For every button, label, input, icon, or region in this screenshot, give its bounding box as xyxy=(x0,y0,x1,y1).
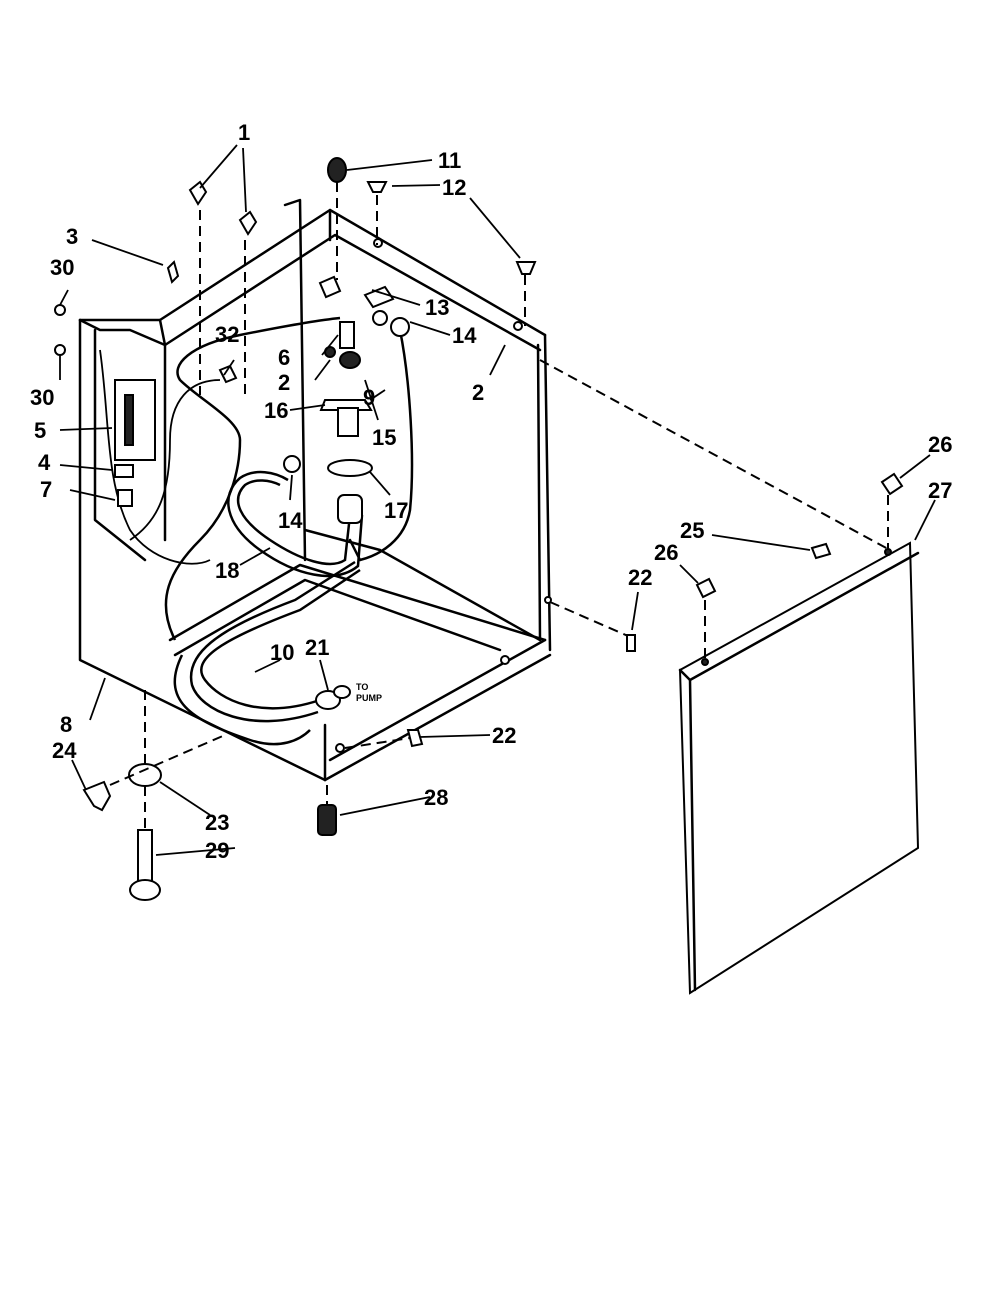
callout-15: 15 xyxy=(372,425,396,450)
callout-24: 24 xyxy=(52,738,77,763)
callout-6: 6 xyxy=(278,345,290,370)
callout-16: 16 xyxy=(264,398,288,423)
to-pump-note-line1: TO xyxy=(356,682,368,692)
callout-18: 18 xyxy=(215,558,239,583)
callout-28: 28 xyxy=(424,785,448,810)
callout-32: 32 xyxy=(215,322,239,347)
callout-14-lower: 14 xyxy=(278,508,303,533)
callout-23: 23 xyxy=(205,810,229,835)
callout-2-left: 2 xyxy=(278,370,290,395)
callout-27: 27 xyxy=(928,478,952,503)
callout-11: 11 xyxy=(438,148,461,173)
callout-22-right: 22 xyxy=(628,565,652,590)
callout-13: 13 xyxy=(425,295,449,320)
to-pump-note-line2: PUMP xyxy=(356,693,382,703)
callout-1: 1 xyxy=(238,120,250,145)
callout-2-right: 2 xyxy=(472,380,484,405)
assembly-lines xyxy=(109,182,891,830)
callout-12: 12 xyxy=(442,175,466,200)
callout-26-right: 26 xyxy=(928,432,952,457)
callout-9: 9 xyxy=(363,385,375,410)
hoses xyxy=(99,316,414,746)
callout-labels: 1 11 12 3 30 30 13 14 32 6 2 2 16 15 9 5… xyxy=(30,120,952,863)
callout-21: 21 xyxy=(305,635,329,660)
callout-30-upper: 30 xyxy=(50,255,74,280)
callout-29: 29 xyxy=(205,838,229,863)
callout-25: 25 xyxy=(680,518,704,543)
leader-lines xyxy=(59,144,936,856)
callout-22-lower: 22 xyxy=(492,723,516,748)
callout-5: 5 xyxy=(34,418,46,443)
callout-17: 17 xyxy=(384,498,408,523)
front-panel xyxy=(678,541,920,995)
callout-7: 7 xyxy=(40,477,52,502)
callout-26-left: 26 xyxy=(654,540,678,565)
callout-3: 3 xyxy=(66,224,78,249)
callout-14-upper: 14 xyxy=(452,323,477,348)
callout-10: 10 xyxy=(270,640,294,665)
callout-8: 8 xyxy=(60,712,72,737)
callout-30-lower: 30 xyxy=(30,385,54,410)
callout-4: 4 xyxy=(38,450,51,475)
components xyxy=(54,157,904,901)
cabinet-body xyxy=(78,198,552,782)
